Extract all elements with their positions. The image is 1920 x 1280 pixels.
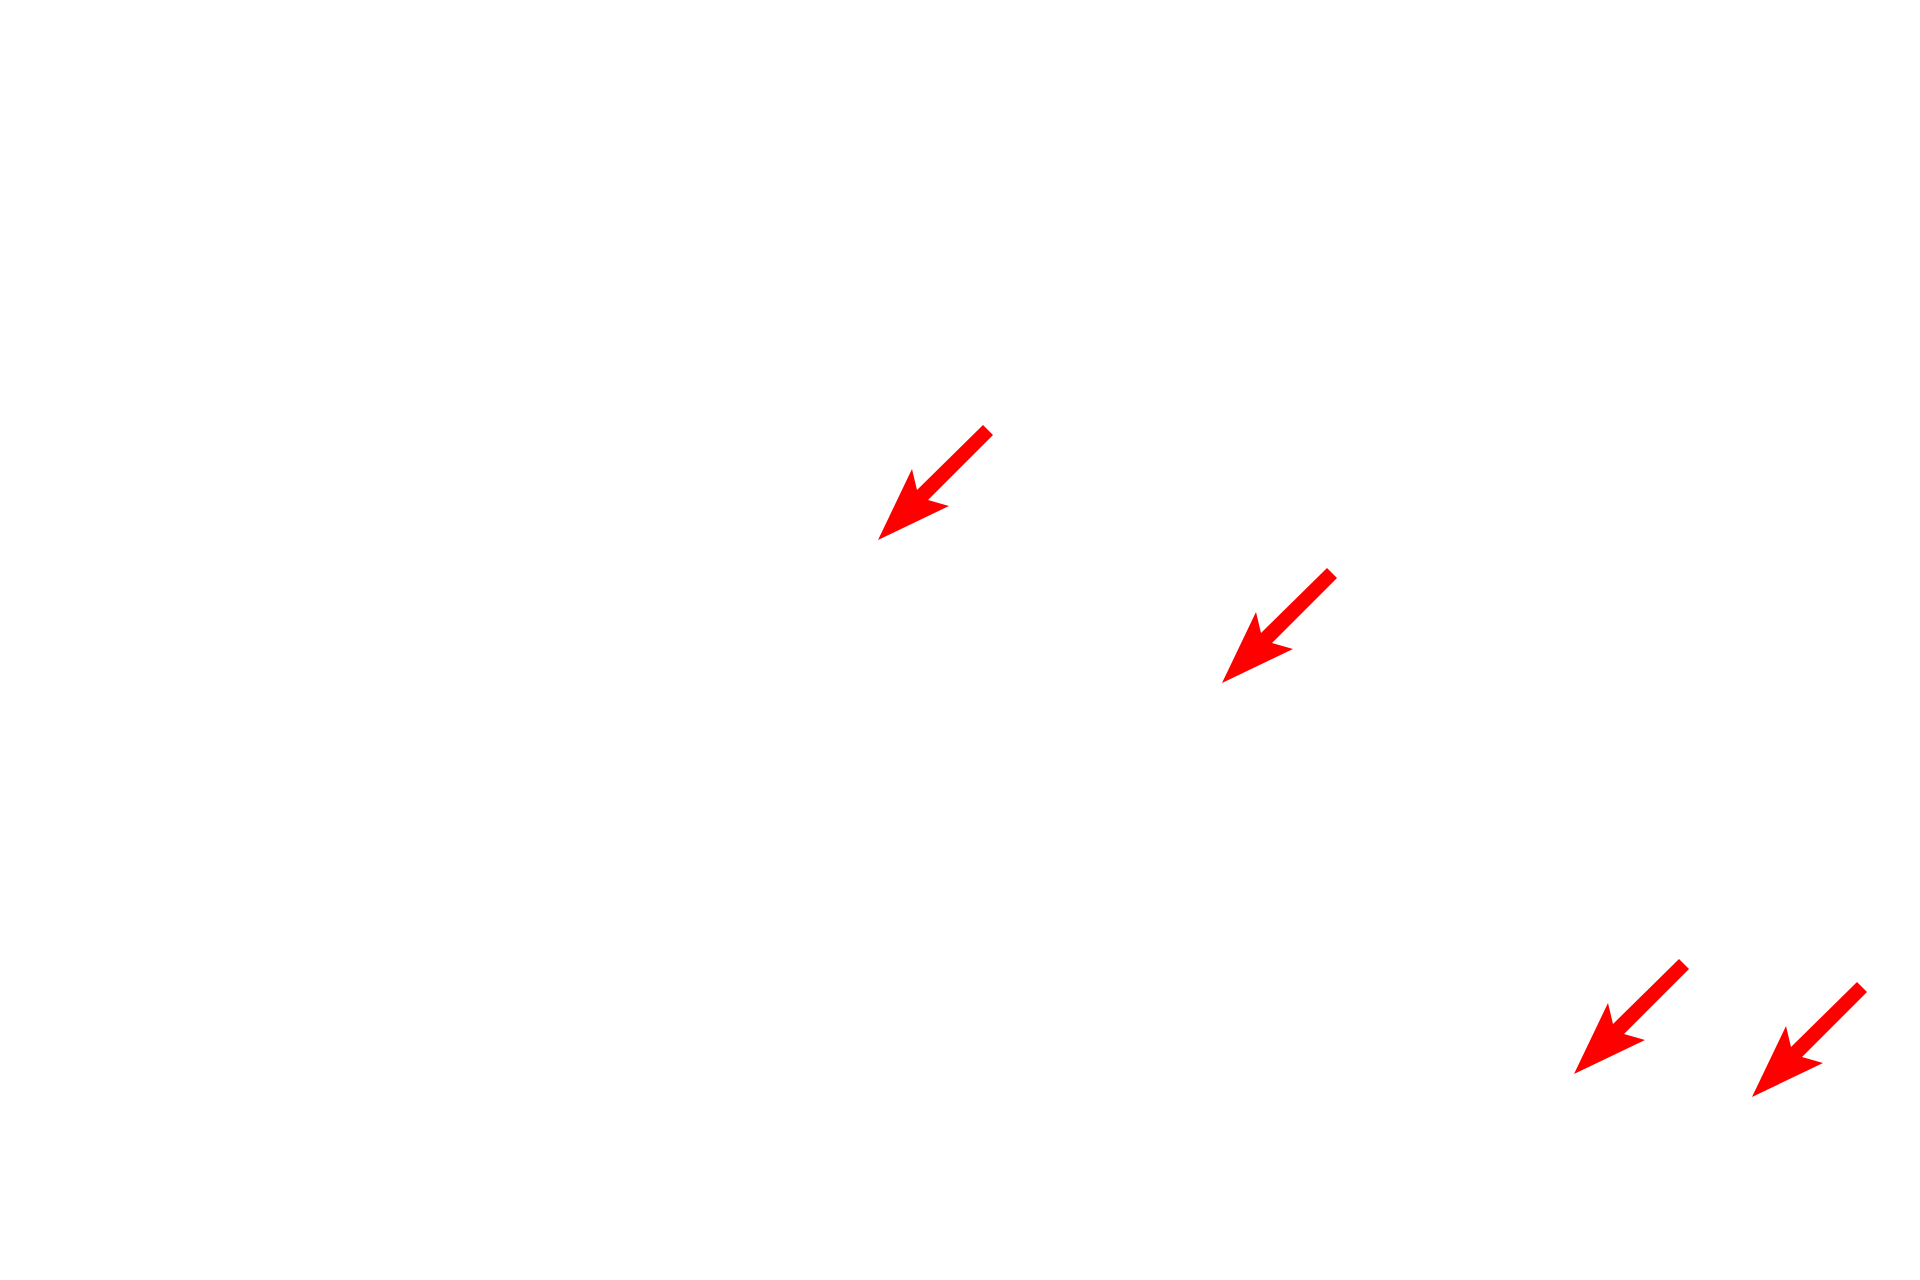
- arrow-down-left-icon: [1222, 568, 1337, 683]
- arrow-down-left-icon: [878, 425, 993, 540]
- arrow-down-left-icon: [1574, 959, 1689, 1074]
- arrow-down-left-icon: [1752, 982, 1867, 1097]
